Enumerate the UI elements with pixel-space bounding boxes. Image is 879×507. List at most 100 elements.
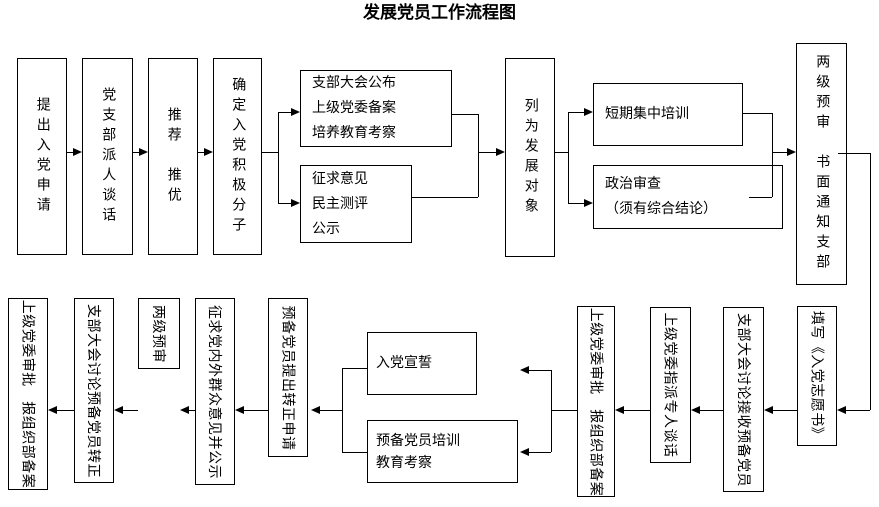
connector-line [278, 112, 279, 203]
connector-line [555, 152, 568, 153]
step-opinion-line2: 民主测评 [312, 195, 368, 212]
step-opinion-box: 征求意见 民主测评 公示 [300, 165, 412, 243]
connector-line [278, 112, 291, 113]
arrow-right-icon [139, 148, 148, 156]
step-training-box: 短期集中培训 [593, 83, 743, 146]
step-approval-record-1-box: 上级党委审批 报组织部备案 [577, 306, 615, 497]
step-transfer-application-label: 预备党员提出转正申请 [279, 305, 295, 450]
connector-line [743, 113, 772, 114]
step-announce-box: 支部大会公布 上级党委备案 培养教育考察 [300, 70, 452, 147]
connector-line [57, 410, 74, 411]
step-apply-box: 提出入党申请 [17, 58, 67, 255]
arrow-left-icon [615, 406, 624, 414]
connector-line [342, 452, 367, 453]
arrow-right-icon [291, 199, 300, 207]
step-transfer-application-box: 预备党员提出转正申请 [268, 298, 308, 457]
step-two-level-preview-notify-label: 两级预审 书面通知支部 [814, 54, 831, 274]
connector-line [133, 152, 139, 153]
step-apply-label: 提出入党申请 [34, 96, 51, 217]
connector-line [568, 203, 584, 204]
arrow-right-icon [73, 148, 82, 156]
connector-line [342, 368, 343, 452]
step-fill-volunteer-form-box: 填写《入党志愿书》 [797, 306, 837, 446]
step-two-level-preview-box: 两级预审 [138, 298, 180, 369]
arrow-right-icon [204, 148, 213, 156]
connector-line [198, 152, 204, 153]
step-approval-record-1-label: 上级党委审批 报组织部备案 [587, 307, 603, 496]
step-announce-line3: 培养教育考察 [312, 125, 396, 141]
step-oath-label: 入党宣誓 [376, 355, 432, 371]
step-appointed-talk-box: 上级党委指派专人谈话 [650, 307, 691, 463]
step-development-target-label: 列为发展对象 [522, 97, 539, 218]
step-branch-meeting-accept-box: 支部大会讨论接收预备党员 [723, 307, 764, 492]
arrow-left-icon [48, 406, 57, 414]
arrow-left-icon [114, 406, 123, 414]
connector-line [452, 114, 478, 115]
connector-line [123, 410, 138, 411]
step-announce-line1: 支部大会公布 [312, 75, 396, 91]
connector-line [772, 152, 787, 153]
connector-line [551, 370, 552, 452]
connector-line [244, 410, 268, 411]
connector-line [772, 113, 773, 197]
step-branch-meeting-transfer-box: 支部大会讨论预备党员转正 [74, 298, 114, 483]
connector-line [320, 410, 342, 411]
step-oath-box: 入党宣誓 [367, 332, 477, 395]
step-recommend-box: 推荐 推优 [148, 58, 198, 255]
arrow-left-icon [235, 406, 244, 414]
step-probation-box: 预备党员培训 教育考察 [367, 420, 518, 483]
connector-line [278, 203, 291, 204]
connector-line [749, 197, 772, 198]
connector-line [551, 410, 577, 411]
step-probation-line1: 预备党员培训 [376, 432, 460, 449]
step-activist-box: 确定入党积极分子 [213, 58, 262, 255]
step-branch-meeting-transfer-label: 支部大会讨论预备党员转正 [85, 303, 101, 478]
step-two-level-preview-label: 两级预审 [150, 304, 166, 363]
step-public-opinion-box: 征求党内外群众意见并公示 [195, 298, 235, 485]
connector-line [568, 112, 569, 203]
arrow-right-icon [584, 108, 593, 116]
step-approval-record-2-box: 上级党委审批 报组织部备案 [8, 298, 48, 490]
connector-line [67, 152, 73, 153]
arrow-left-icon [520, 366, 529, 374]
step-public-opinion-label: 征求党内外群众意见并公示 [206, 304, 222, 479]
step-fill-volunteer-form-label: 填写《入党志愿书》 [808, 310, 824, 442]
step-appointed-talk-label: 上级党委指派专人谈话 [661, 312, 678, 458]
step-training-label: 短期集中培训 [605, 106, 689, 122]
step-branch-talk-box: 党支部派人谈话 [82, 58, 133, 255]
connector-line [342, 368, 367, 369]
arrow-right-icon [291, 108, 300, 116]
connector-line [773, 410, 797, 411]
arrow-left-icon [837, 406, 846, 414]
step-recommend-label: 推荐 推优 [165, 106, 182, 207]
step-activist-label: 确定入党积极分子 [230, 76, 247, 237]
connector-line [529, 452, 551, 453]
arrow-right-icon [496, 148, 505, 156]
connector-line [189, 410, 195, 411]
page-title: 发展党员工作流程图 [363, 3, 516, 23]
connector-line [870, 153, 871, 410]
connector-line [529, 370, 551, 371]
connector-line [838, 153, 870, 154]
arrow-right-icon [584, 199, 593, 207]
step-branch-talk-label: 党支部派人谈话 [100, 86, 117, 227]
connector-line [700, 410, 723, 411]
connector-line [846, 410, 870, 411]
arrow-left-icon [520, 448, 529, 456]
connector-line [624, 410, 650, 411]
step-opinion-line1: 征求意见 [312, 170, 368, 187]
step-two-level-preview-notify-box: 两级预审 书面通知支部 [796, 43, 847, 285]
arrow-left-icon [180, 406, 189, 414]
arrow-left-icon [691, 406, 700, 414]
arrow-left-icon [764, 406, 773, 414]
connector-line [412, 197, 478, 198]
arrow-left-icon [311, 406, 320, 414]
step-political-review-line2: （须有综合结论） [605, 201, 717, 217]
step-branch-meeting-accept-label: 支部大会讨论接收预备党员 [734, 312, 751, 487]
step-opinion-line3: 公示 [312, 220, 340, 237]
step-approval-record-2-label: 上级党委审批 报组织部备案 [19, 299, 35, 489]
arrow-right-icon [787, 148, 796, 156]
connector-line [262, 152, 278, 153]
connector-line [478, 114, 479, 197]
